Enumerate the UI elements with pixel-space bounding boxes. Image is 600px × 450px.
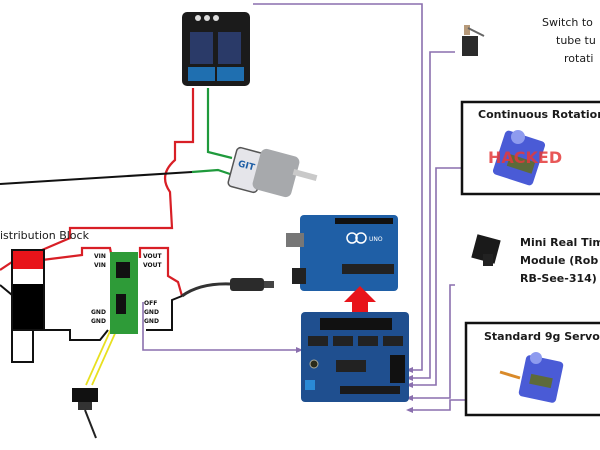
stack-arrow-icon xyxy=(344,286,376,320)
arrowhead xyxy=(406,367,413,373)
pin-gnd-right-1: GND xyxy=(144,309,159,316)
voltage-regulator: VIN VIN GND GND VOUT VOUT OFF GND GND xyxy=(91,252,163,334)
power-wire-left xyxy=(0,261,13,271)
arrowhead xyxy=(406,375,413,381)
dc-motor: GIT xyxy=(227,146,318,198)
signal-wire-relay xyxy=(253,3,423,371)
pin-vin-1: VIN xyxy=(94,253,106,260)
ground-wire-regulator-to-jack xyxy=(146,295,183,331)
motor-wires xyxy=(191,88,237,178)
standard-servo-caption: Standard 9g Servo xyxy=(484,330,600,343)
continuous-servo-caption: Continuous Rotation xyxy=(478,108,600,121)
distribution-block-label: istribution Block xyxy=(0,229,90,242)
power-wires xyxy=(0,88,195,297)
limit-switch-caption-line-3: rotati xyxy=(564,52,593,65)
toggle-switch xyxy=(72,388,98,439)
limit-switch: Switch to tube tu rotati xyxy=(462,16,596,65)
arduino-uno: UNO xyxy=(286,215,398,291)
signal-wire-limit-switch xyxy=(412,51,455,379)
pin-vout-1: VOUT xyxy=(143,253,163,260)
pin-off: OFF xyxy=(144,300,157,307)
pin-gnd-left-2: GND xyxy=(91,318,106,325)
signal-arrowheads xyxy=(296,347,413,413)
continuous-servo-box: Continuous Rotation HACKED xyxy=(460,100,600,196)
ground-wires xyxy=(0,171,193,363)
rtc-caption-line-3: RB-See-314) xyxy=(520,272,597,285)
standard-servo-box: Standard 9g Servo xyxy=(464,321,600,417)
rtc-caption-line-1: Mini Real Tim xyxy=(520,236,600,249)
motor-wire-a xyxy=(206,88,233,160)
signal-wires xyxy=(142,3,466,411)
pin-vout-2: VOUT xyxy=(143,262,163,269)
power-wire-relay-to-block xyxy=(41,88,195,252)
signal-wire-standard-servo xyxy=(412,399,466,411)
pin-vin-2: VIN xyxy=(94,262,106,269)
signal-wire-continuous-servo xyxy=(412,167,462,386)
ground-wire-motor xyxy=(0,171,193,185)
pin-gnd-left-1: GND xyxy=(91,309,106,316)
limit-switch-caption-line-2: tube tu xyxy=(556,34,596,47)
rtc-module: Mini Real Tim Module (Rob RB-See-314) xyxy=(471,234,600,285)
pin-gnd-right-2: GND xyxy=(144,318,159,325)
power-wire-block-to-regulator xyxy=(41,246,114,262)
hacked-overlay-text: HACKED xyxy=(488,148,562,167)
rtc-caption-line-2: Module (Rob xyxy=(520,254,598,267)
motor-brand-label: GIT xyxy=(237,159,257,173)
distribution-block: istribution Block xyxy=(0,229,90,331)
ground-wire-left xyxy=(0,284,34,363)
relay-module xyxy=(182,12,250,86)
sensor-shield xyxy=(301,312,409,402)
signal-wire-rtc xyxy=(412,284,455,399)
ground-wire-block-to-regulator xyxy=(42,329,109,341)
arrowhead xyxy=(406,407,413,413)
arrowhead xyxy=(406,382,413,388)
dc-barrel-jack xyxy=(181,278,274,298)
arduino-board-label: UNO xyxy=(369,236,383,243)
power-wire-regulator-to-jack xyxy=(138,246,184,297)
signal-wire-regulator-off xyxy=(142,302,300,351)
limit-switch-caption-line-1: Switch to xyxy=(542,16,593,29)
arrowhead xyxy=(406,395,413,401)
arrowhead xyxy=(296,347,303,353)
